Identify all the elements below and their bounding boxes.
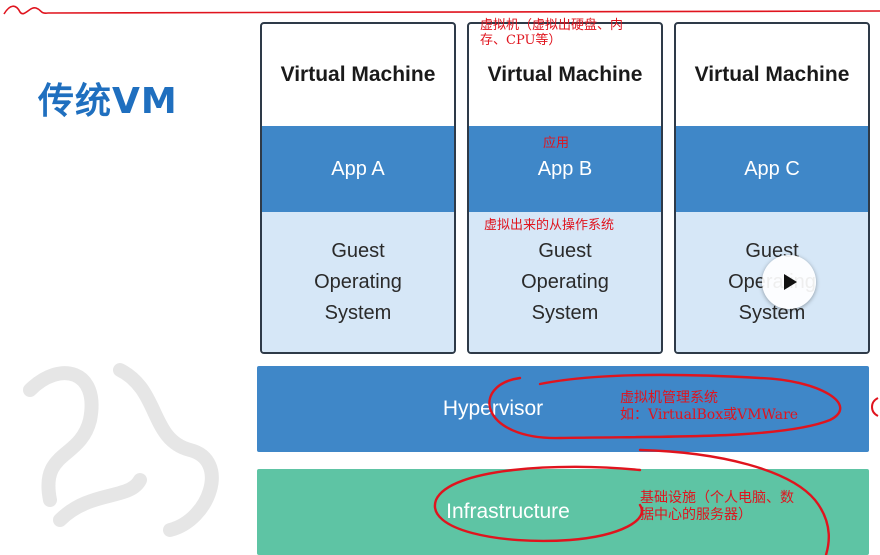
vm-annotation: 虚拟机（虚拟出硬盘、内 存、CPU等） xyxy=(480,18,623,48)
guest-os-line: Guest xyxy=(331,239,385,262)
vm-annotation-line: 虚拟机（虚拟出硬盘、内 xyxy=(480,18,624,33)
hypervisor-label: Hypervisor xyxy=(442,397,544,420)
hypervisor-annotation-line: 虚拟机管理系统 xyxy=(620,390,718,406)
infrastructure-annotation-line: 基础设施（个人电脑、数 xyxy=(640,490,794,506)
vm-title: Virtual Machine xyxy=(280,63,436,86)
os-annotation: 虚拟出来的从操作系统 xyxy=(484,218,615,233)
infrastructure-label: Infrastructure xyxy=(446,500,570,523)
edge-ink-mark xyxy=(871,397,879,417)
vm-box-c: Virtual Machine App C Guest Operating Sy… xyxy=(674,22,870,354)
vm-box-a: Virtual Machine App A Guest Operating Sy… xyxy=(260,22,456,354)
top-ink-line xyxy=(3,5,880,15)
infrastructure-annotation: 基础设施（个人电脑、数 据中心的服务器） xyxy=(640,490,794,524)
watermark xyxy=(23,363,219,537)
vm-annotation-line: 存、CPU等） xyxy=(480,33,562,48)
page-title: 传统VM xyxy=(38,81,178,122)
app-block: App A xyxy=(262,126,454,212)
guest-os-line: Guest xyxy=(538,239,592,262)
guest-os-line: System xyxy=(324,301,392,324)
app-block: App C xyxy=(676,126,868,212)
guest-os-block: Guest Operating System xyxy=(262,212,454,352)
infrastructure-annotation-line: 据中心的服务器） xyxy=(640,507,752,523)
play-button[interactable] xyxy=(762,255,816,309)
hypervisor-annotation-line: 如：VirtualBox或VMWare xyxy=(620,407,799,423)
vm-title: Virtual Machine xyxy=(487,63,643,86)
guest-os-line: System xyxy=(531,301,599,324)
vm-title: Virtual Machine xyxy=(694,63,850,86)
app-annotation: 应用 xyxy=(543,136,570,151)
play-icon xyxy=(784,274,797,290)
guest-os-line: Operating xyxy=(521,270,609,293)
hypervisor-annotation: 虚拟机管理系统 如：VirtualBox或VMWare xyxy=(620,390,798,424)
guest-os-block: Guest Operating System xyxy=(469,212,661,352)
app-block: App B xyxy=(469,126,661,212)
guest-os-line: Operating xyxy=(314,270,402,293)
vm-box-b: Virtual Machine App B Guest Operating Sy… xyxy=(467,22,663,354)
